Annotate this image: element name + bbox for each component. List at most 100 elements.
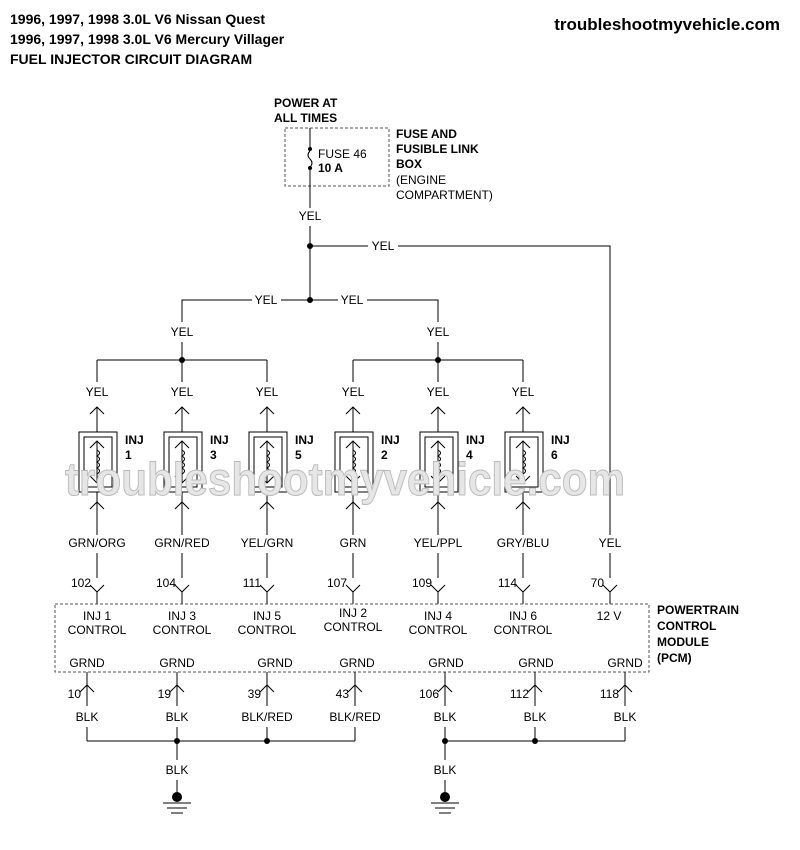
power-label-2: ALL TIMES [274, 111, 337, 125]
pcm-control-label: CONTROL [409, 623, 468, 637]
pcm-feed-run [398, 245, 611, 535]
ground-icon [431, 792, 459, 814]
pcm-label-2: CONTROL [657, 619, 716, 633]
fuse-rating: 10 A [318, 161, 343, 175]
signal-wire-label: GRY/BLU [497, 536, 549, 550]
pcm-control-label: CONTROL [324, 620, 383, 634]
ground-pin-number: 43 [336, 687, 350, 701]
injector-inner [509, 436, 539, 488]
pcm-control-label: INJ 2 [339, 606, 367, 620]
feed-wire-label: YEL [86, 385, 109, 399]
left-drop-label: YEL [171, 325, 194, 339]
connector-icon [259, 584, 275, 593]
splice-dot [264, 738, 270, 744]
pcm-pin-number: 102 [71, 576, 91, 590]
signal-wire-label: GRN [340, 536, 367, 550]
fuse-name: FUSE 46 [318, 147, 367, 161]
injector-body [334, 431, 374, 493]
pcm-power-wire-label: YEL [599, 536, 622, 550]
injector-body [504, 431, 544, 493]
injector-terminal-icon [89, 475, 105, 484]
injector-number: 5 [295, 448, 302, 462]
fuse-box-label-2: FUSIBLE LINK [396, 142, 479, 156]
injector-body [78, 431, 118, 493]
injector-inner [168, 436, 198, 488]
connector-icon [430, 584, 446, 593]
pcm-ground-label: GRND [428, 656, 464, 670]
injector-label: INJ [466, 433, 485, 447]
injector-label: INJ [295, 433, 314, 447]
fuse-icon [307, 128, 313, 186]
injector-body [163, 431, 203, 493]
signal-wire-label: GRN/ORG [68, 536, 125, 550]
injector-group: YELINJ1GRN/ORG102YELINJ3GRN/RED104YELINJ… [68, 360, 570, 604]
pcm-label-3: MODULE [657, 635, 709, 649]
left-branch-wire [181, 299, 252, 322]
pcm-control-label: INJ 4 [424, 609, 452, 623]
fuse-box-label-4: (ENGINE [396, 173, 446, 187]
right-drop-label: YEL [427, 325, 450, 339]
power-label-1: POWER AT [274, 96, 338, 110]
title-line-1: 1996, 1997, 1998 3.0L V6 Nissan Quest [10, 11, 265, 27]
pcm-control-label: CONTROL [153, 623, 212, 637]
injector-body [419, 431, 459, 493]
signal-wire-label: YEL/GRN [241, 536, 294, 550]
ground-drop-label-right: BLK [434, 763, 457, 777]
injector-inner [339, 436, 369, 488]
injector-label: INJ [125, 433, 144, 447]
injector-body [248, 431, 288, 493]
injector-inner [424, 436, 454, 488]
connector-icon [174, 584, 190, 593]
ground-drop-label-left: BLK [166, 763, 189, 777]
connector-icon [515, 584, 531, 593]
watermark: troubleshootmyvehicle.com [65, 453, 625, 505]
ground-pin-number: 106 [419, 687, 439, 701]
pcm-ground-label: GRND [518, 656, 554, 670]
pcm-control-label: CONTROL [68, 623, 127, 637]
ground-pin-number: 112 [510, 687, 529, 701]
ground-circuit-group: 10BLK19BLK39BLK/RED43BLK/RED106BLK112BLK… [68, 672, 636, 741]
pcm-ground-label: GRND [159, 656, 195, 670]
pcm-ground-label: GRND [69, 656, 105, 670]
title-line-2: 1996, 1997, 1998 3.0L V6 Mercury Village… [10, 31, 285, 47]
pcm-pin-number: 104 [156, 576, 176, 590]
pcm-label-1: POWERTRAIN [657, 603, 739, 617]
feed-wire-label: YEL [342, 385, 365, 399]
signal-wire-label: YEL/PPL [414, 536, 463, 550]
injector-inner [83, 436, 113, 488]
ground-wire-label: BLK [524, 710, 547, 724]
injector-terminal-icon [174, 475, 190, 484]
pcm-pin-number: 114 [498, 576, 517, 590]
pcm-ground-label: GRND [257, 656, 293, 670]
injector-label: INJ [381, 433, 400, 447]
pcm-ground-label: GRND [607, 656, 643, 670]
pcm-12v-label: 12 V [597, 609, 622, 623]
pcm-control-label: INJ 3 [168, 609, 196, 623]
injector-number: 4 [466, 448, 473, 462]
injector-number: 1 [125, 448, 132, 462]
injector-terminal-icon [430, 475, 446, 484]
injector-inner [253, 436, 283, 488]
signal-wire-label: GRN/RED [154, 536, 210, 550]
pcm-feed-label: YEL [372, 239, 395, 253]
injector-terminal-icon [515, 475, 531, 484]
injector-label: INJ [551, 433, 570, 447]
pcm-control-label: INJ 6 [509, 609, 537, 623]
injector-terminal-icon [345, 475, 361, 484]
feed-wire-label: YEL [427, 385, 450, 399]
injector-number: 3 [210, 448, 217, 462]
injector-terminal-icon [259, 475, 275, 484]
ground-wire-label: BLK/RED [241, 710, 293, 724]
injector-number: 6 [551, 448, 558, 462]
ground-pin-number: 118 [600, 687, 619, 701]
pcm-pin-number: 107 [327, 576, 347, 590]
